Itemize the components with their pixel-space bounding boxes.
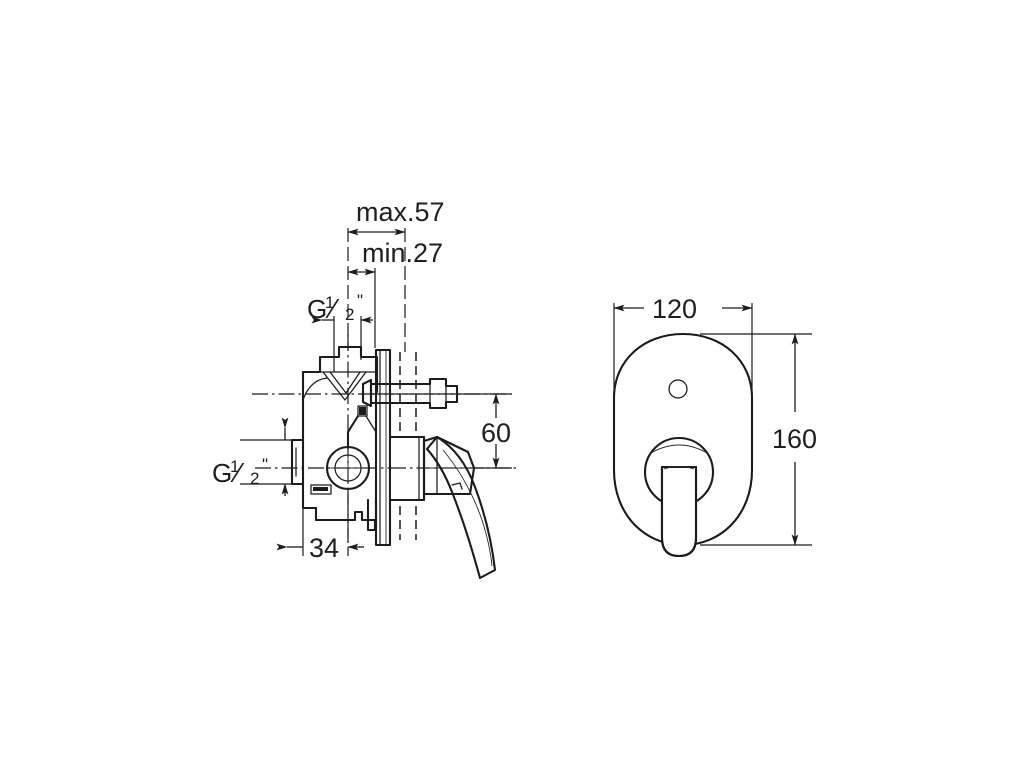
valve-body-top-left-shoulder xyxy=(301,370,322,382)
top-inlet-boss-outline xyxy=(318,345,379,385)
thread-side-numerator: 1 xyxy=(230,457,239,476)
thread-side-suffix: " xyxy=(262,455,268,474)
body-to-hub-gusset xyxy=(346,414,360,450)
thread-top-prefix: G xyxy=(307,294,327,324)
diverter-button-icon xyxy=(668,379,688,399)
dimension-60: 60 xyxy=(457,393,512,469)
wall-plate-flange xyxy=(374,348,392,547)
bottom-lug-fill xyxy=(313,487,328,491)
dim-label-120: 120 xyxy=(652,294,697,324)
lever-arm-highlight xyxy=(442,449,493,567)
thread-top-numerator: 1 xyxy=(325,293,334,312)
dimension-120: 120 xyxy=(613,294,753,404)
lever-front-fill xyxy=(663,468,695,555)
dimension-min27: min.27 xyxy=(347,238,443,348)
thread-top-suffix: " xyxy=(357,291,363,310)
lower-mount-tab xyxy=(366,498,378,532)
dimension-160: 160 xyxy=(700,333,817,546)
dim-label-max57: max.57 xyxy=(356,197,445,227)
dimension-max57: max.57 xyxy=(347,197,445,352)
spindle-gland-nut xyxy=(361,378,373,408)
lever-root-notch xyxy=(451,482,463,490)
dim-label-min27: min.27 xyxy=(362,238,443,268)
handle-rosette-highlight xyxy=(650,444,708,454)
top-inlet-v-chamfer xyxy=(322,371,367,401)
valve-body-corner-fillet xyxy=(302,377,328,401)
lever-front-outline-redraw xyxy=(660,465,698,558)
dim-label-34: 34 xyxy=(309,533,339,563)
lever-arm xyxy=(425,435,497,580)
dim-label-60: 60 xyxy=(481,418,511,448)
spindle-bracket-fill xyxy=(359,407,366,415)
left-side-section-view: max.57 min.27 G 1 ⁄ 2 " xyxy=(212,197,520,580)
dim-label-160: 160 xyxy=(772,424,817,454)
dimension-34: 34 xyxy=(276,490,364,563)
lever-front-top-edge xyxy=(663,466,695,470)
thread-top-denominator: 2 xyxy=(345,305,354,324)
top-inlet-v-chamfer-inner xyxy=(329,371,361,394)
spindle-support-bracket xyxy=(357,405,368,417)
gusset-inner-line xyxy=(365,415,377,433)
right-front-faceplate-view: 120 160 xyxy=(612,294,817,558)
bottom-fixing-lug xyxy=(310,484,332,495)
thread-side-denominator: 2 xyxy=(250,469,259,488)
thread-side-prefix: G xyxy=(212,458,232,488)
